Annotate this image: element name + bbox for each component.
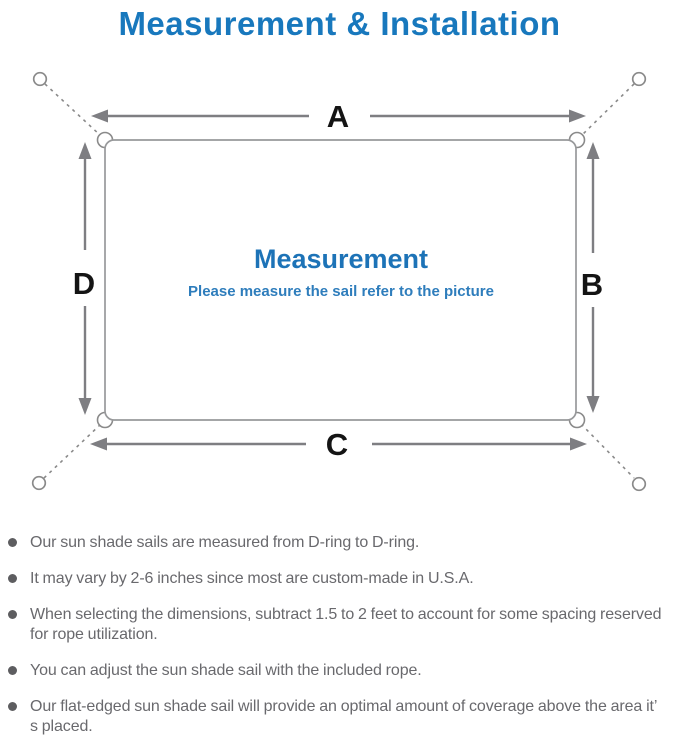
bullet-icon [8, 666, 17, 675]
connector-bottom-right [580, 423, 635, 479]
note-text: You can adjust the sun shade sail with t… [30, 662, 422, 679]
sail-outline [104, 139, 577, 421]
note-item: It may vary by 2-6 inches since most are… [8, 569, 668, 589]
arrowhead-c-left-icon [90, 437, 107, 451]
arrowhead-b-up-icon [586, 142, 600, 159]
anchor-ring-top-right-icon [631, 71, 647, 87]
note-item: Our sun shade sails are measured from D-… [8, 533, 668, 553]
note-item: You can adjust the sun shade sail with t… [8, 661, 668, 681]
connector-top-right [580, 83, 635, 137]
arrowhead-c-right-icon [570, 437, 587, 451]
bullet-icon [8, 702, 17, 711]
note-text: Our sun shade sails are measured from D-… [30, 534, 420, 551]
arrowhead-d-up-icon [78, 142, 92, 159]
sail-center-title: Measurement [254, 244, 428, 274]
anchor-ring-top-left-icon [32, 71, 48, 87]
bullet-icon [8, 574, 17, 583]
dimension-label-b: B [581, 267, 603, 302]
page-title: Measurement & Installation [118, 5, 561, 42]
dimension-arrowheads [78, 109, 600, 451]
connector-top-left [44, 83, 102, 137]
note-text: It may vary by 2-6 inches since most are… [30, 570, 474, 587]
notes-list: Our sun shade sails are measured from D-… [8, 533, 668, 739]
bullet-icon [8, 538, 17, 547]
dimension-arrows [83, 114, 595, 446]
dimension-label-d: D [73, 266, 95, 301]
anchor-ring-bottom-left-icon [31, 475, 47, 491]
dimension-label-a: A [327, 99, 349, 134]
note-item: Our flat-edged sun shade sail will provi… [8, 697, 668, 737]
dimension-label-c: C [326, 427, 348, 462]
note-text: When selecting the dimensions, subtract … [30, 606, 662, 643]
sail-center-subtitle: Please measure the sail refer to the pic… [188, 283, 494, 300]
arrowhead-d-down-icon [78, 398, 92, 415]
anchor-connector-lines [43, 83, 635, 479]
note-text: Our flat-edged sun shade sail will provi… [30, 698, 657, 735]
arrowhead-a-right-icon [569, 109, 586, 123]
note-item: When selecting the dimensions, subtract … [8, 605, 668, 645]
anchor-rings [31, 71, 647, 492]
arrowhead-a-left-icon [91, 109, 108, 123]
measurement-diagram: A B C D Measurement Please measure the s… [31, 71, 647, 492]
arrowhead-b-down-icon [586, 396, 600, 413]
bullet-icon [8, 610, 17, 619]
anchor-ring-bottom-right-icon [631, 476, 647, 492]
connector-bottom-left [43, 423, 102, 479]
